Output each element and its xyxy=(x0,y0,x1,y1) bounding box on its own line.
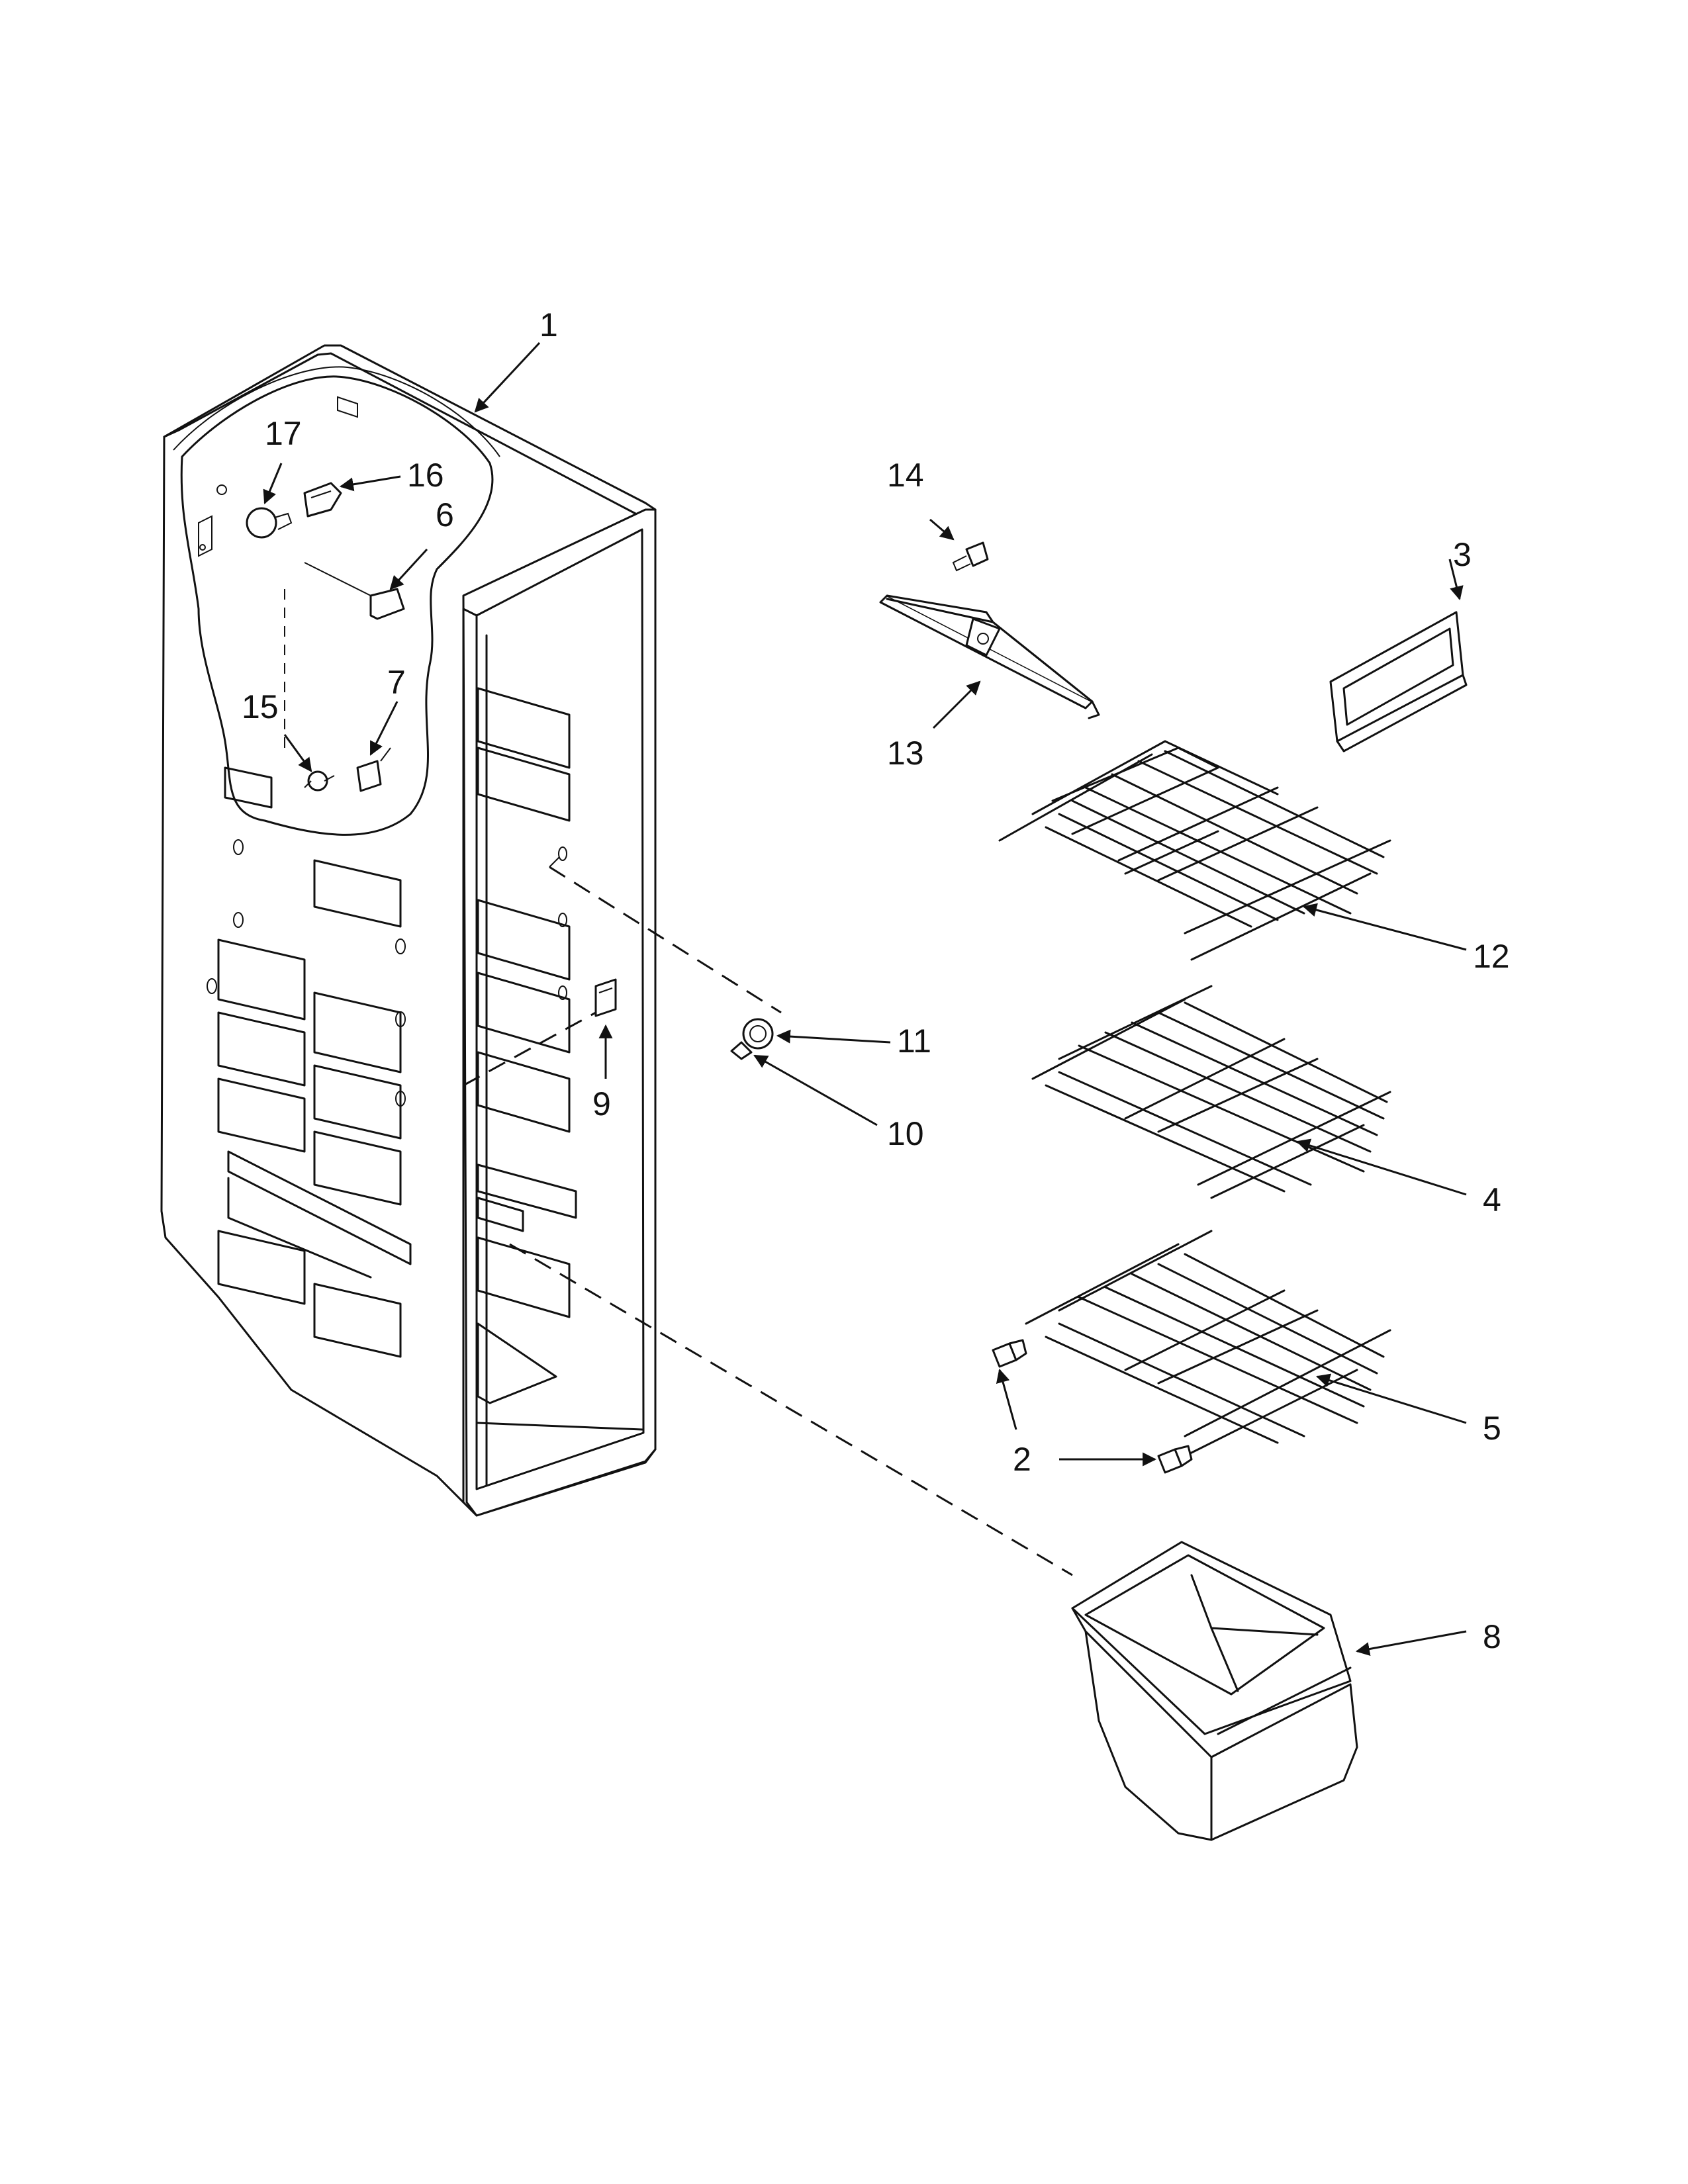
leader-lines xyxy=(263,341,1467,1656)
callout-17: 17 xyxy=(265,415,302,452)
freezer-liner xyxy=(160,344,657,1517)
shelf-12 xyxy=(998,740,1391,961)
part-3-shield xyxy=(1329,611,1468,752)
shelf-5 xyxy=(1025,1230,1391,1457)
callout-5: 5 xyxy=(1483,1410,1501,1447)
callout-4: 4 xyxy=(1483,1181,1501,1218)
callout-12: 12 xyxy=(1473,938,1510,975)
callout-15: 15 xyxy=(242,688,279,725)
shelf-4 xyxy=(1031,985,1391,1199)
part-2-end-caps xyxy=(992,1339,1193,1474)
callout-8: 8 xyxy=(1483,1618,1501,1655)
callout-16: 16 xyxy=(407,457,444,494)
callout-10: 10 xyxy=(887,1115,924,1152)
part-13-bracket xyxy=(879,594,1100,719)
callout-13: 13 xyxy=(887,735,924,772)
callout-1: 1 xyxy=(539,306,558,343)
callout-7: 7 xyxy=(387,664,406,701)
dashed-guide-lines xyxy=(463,856,1073,1576)
callout-2: 2 xyxy=(1013,1441,1031,1478)
callout-14: 14 xyxy=(887,457,924,494)
callout-6: 6 xyxy=(436,496,454,533)
callout-3: 3 xyxy=(1453,536,1472,573)
callout-labels: 1 17 16 6 7 15 9 11 10 14 13 3 12 4 5 2 … xyxy=(242,306,1510,1655)
part-10-11-plug xyxy=(730,1018,774,1060)
part-14-screw xyxy=(952,541,989,572)
callout-11: 11 xyxy=(897,1023,931,1060)
part-8-bin xyxy=(1071,1541,1358,1841)
callout-9: 9 xyxy=(592,1085,611,1122)
